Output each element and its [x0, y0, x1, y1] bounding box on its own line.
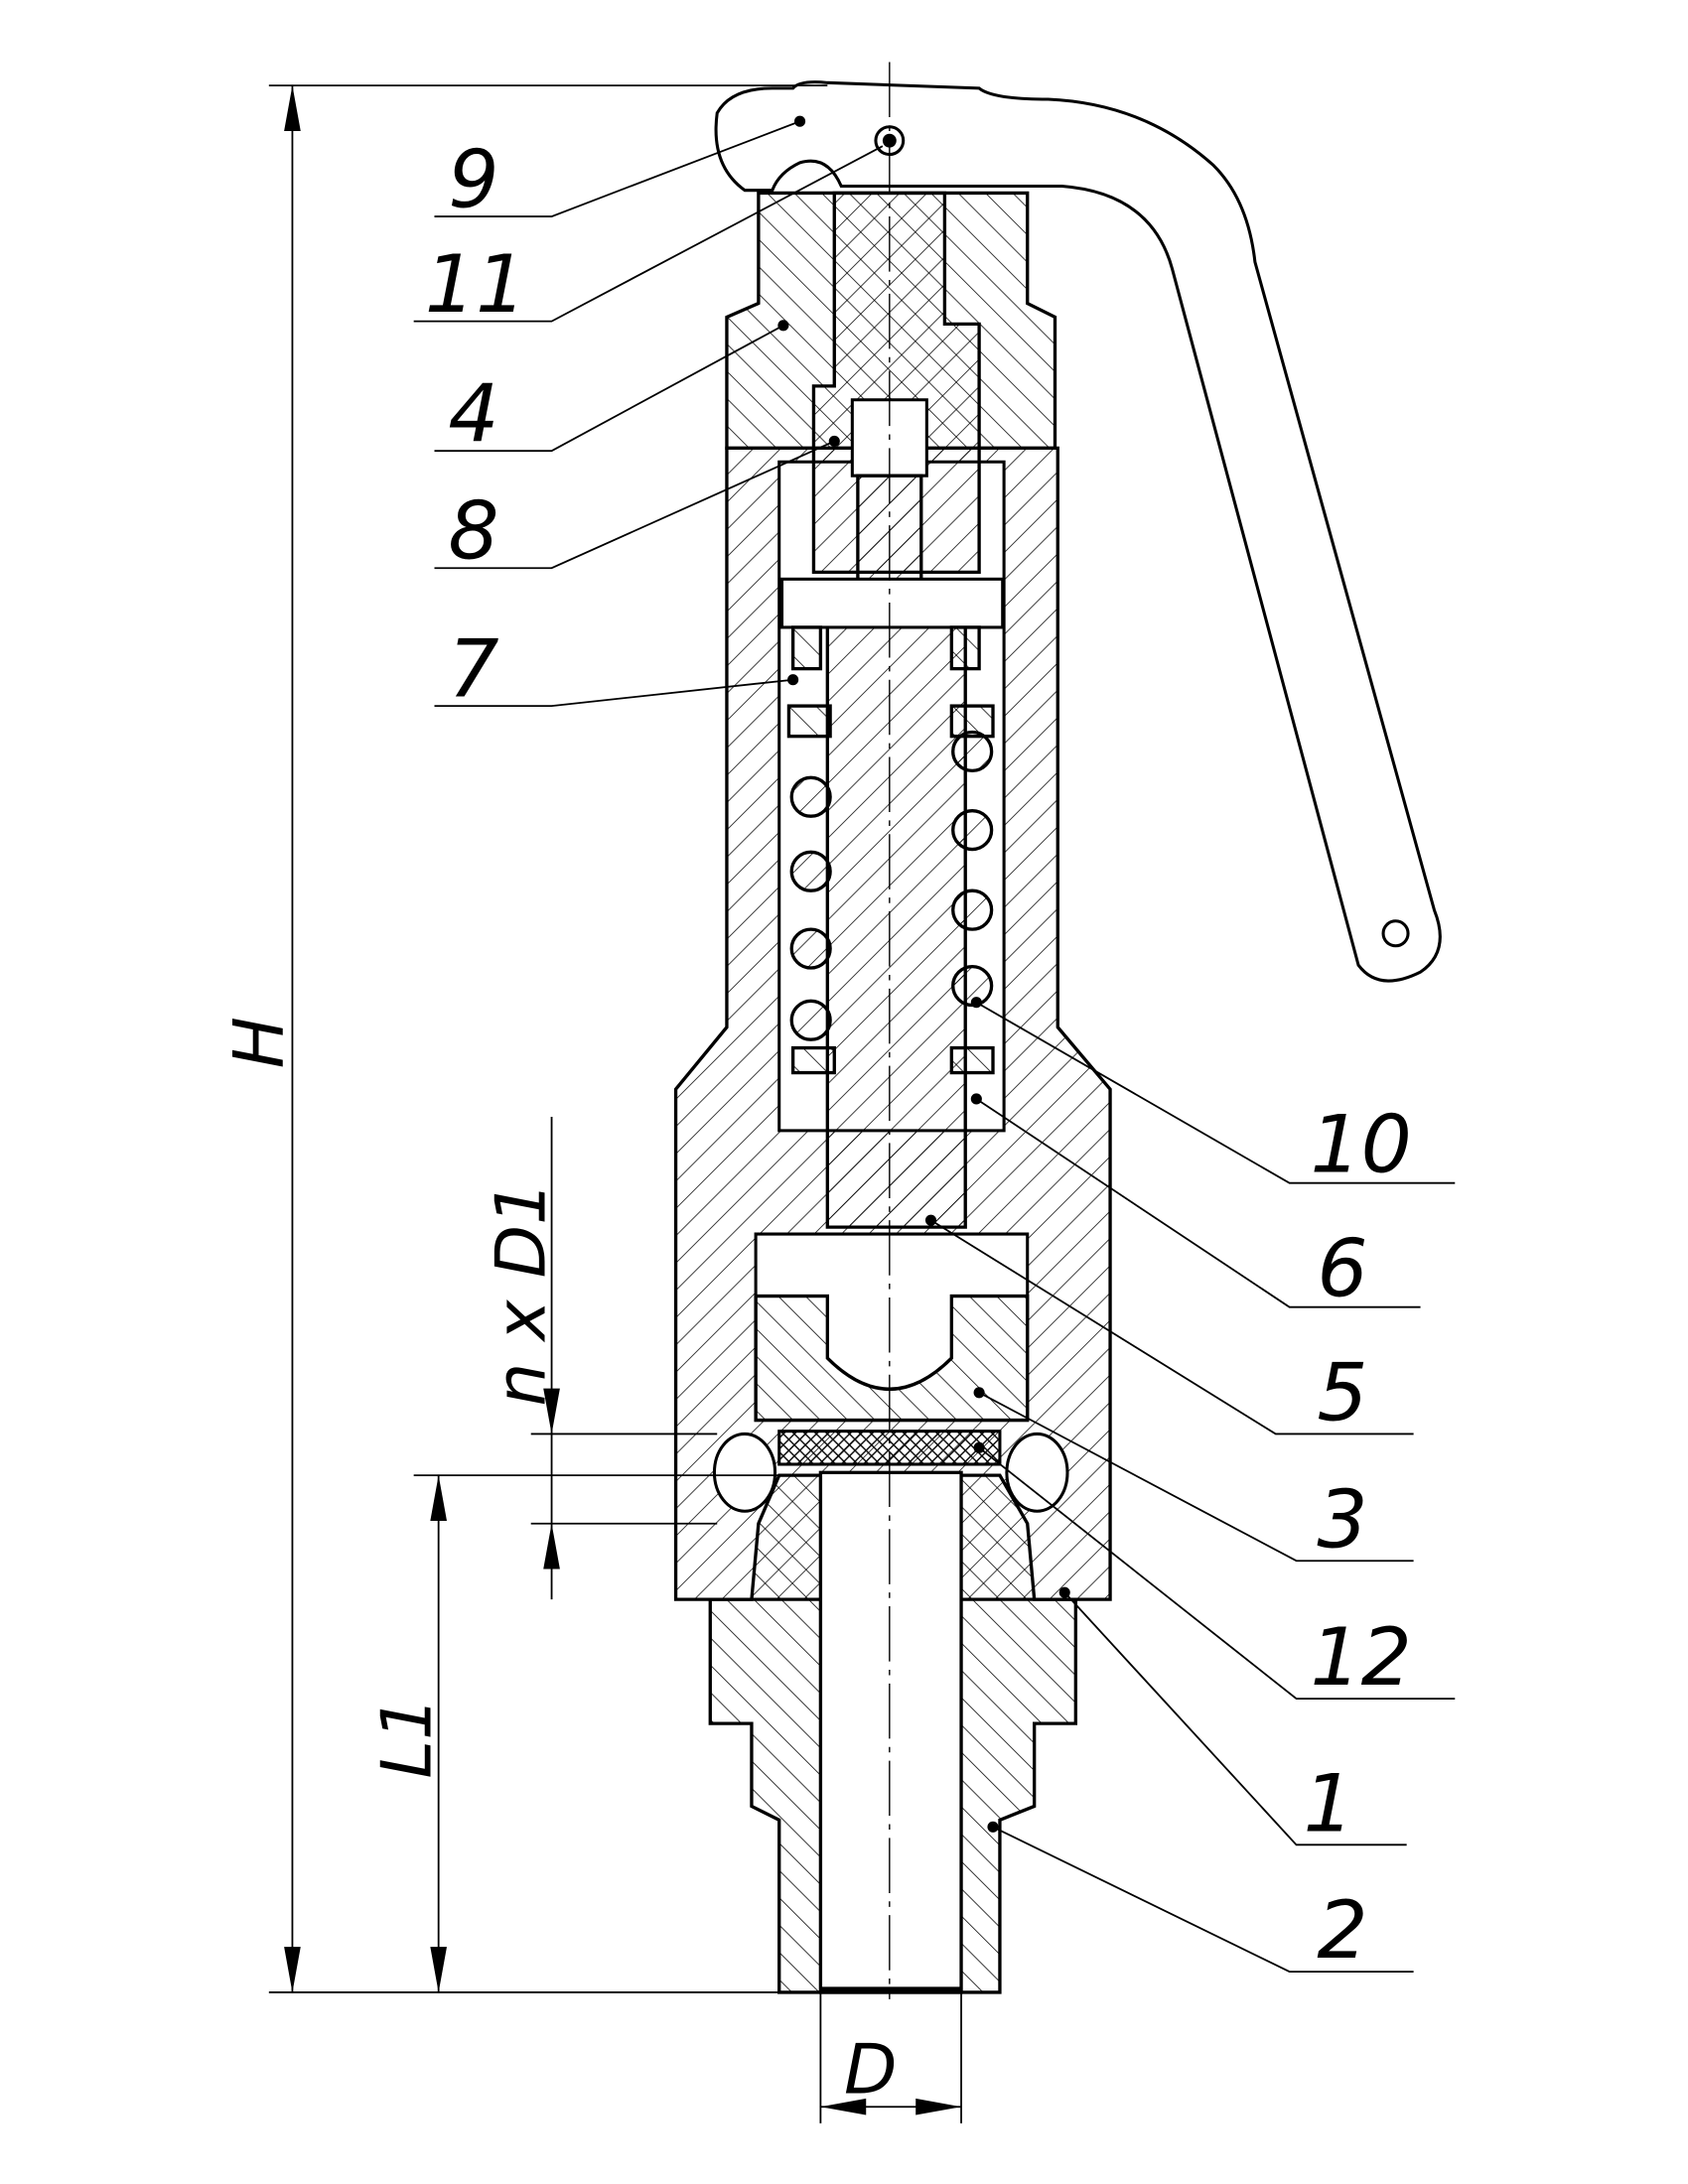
dimension-nxD1-label: n x D1 [483, 1181, 562, 1407]
leader-1: 1 [1058, 1586, 1407, 1849]
part-label-1: 1 [1304, 1756, 1354, 1849]
lever-handle [714, 80, 1442, 983]
part-label-9: 9 [448, 132, 498, 225]
disc-part-3 [754, 1294, 1030, 1423]
part-label-2: 2 [1317, 1883, 1367, 1977]
plate-pin-left [790, 625, 823, 671]
leader-3: 3 [973, 1387, 1414, 1566]
adjusting-screw-part-8 [811, 191, 981, 575]
lever-end-hole [1381, 919, 1410, 948]
plate-pin-right [949, 625, 981, 671]
dimension-D: D [819, 1991, 962, 2123]
dimension-L1-label: L1 [367, 1697, 447, 1779]
leader-5: 5 [924, 1214, 1414, 1439]
leader-9: 9 [434, 115, 806, 225]
outlet-port-left [712, 1432, 777, 1513]
leader-10: 10 [970, 997, 1456, 1191]
spring-part-10 [786, 704, 995, 1075]
dimension-D-label: D [844, 2030, 897, 2110]
part-label-6: 6 [1317, 1222, 1367, 1315]
part-label-10: 10 [1310, 1098, 1412, 1191]
leader-12: 12 [973, 1441, 1456, 1704]
part-label-7: 7 [448, 621, 498, 715]
leader-6: 6 [970, 1093, 1421, 1315]
leader-2: 2 [987, 1821, 1414, 1977]
dimension-nxD1: n x D1 [483, 1117, 718, 1600]
part-label-11: 11 [425, 237, 527, 331]
part-label-4: 4 [448, 366, 498, 460]
upper-spring-plate [779, 577, 1005, 629]
part-label-5: 5 [1317, 1346, 1367, 1439]
leader-4: 4 [434, 320, 789, 460]
dimension-H-label: H [220, 1017, 300, 1068]
dimension-H: H [220, 84, 828, 1993]
leader-11: 11 [413, 145, 884, 331]
part-label-3: 3 [1317, 1472, 1367, 1566]
leader-7: 7 [434, 621, 799, 715]
outlet-port-right [1005, 1432, 1069, 1513]
inlet-bore [818, 1470, 963, 1994]
part-label-8: 8 [448, 484, 498, 578]
dimension-L1: L1 [367, 1474, 779, 1992]
part-label-12: 12 [1310, 1610, 1412, 1704]
leader-8: 8 [434, 435, 840, 578]
